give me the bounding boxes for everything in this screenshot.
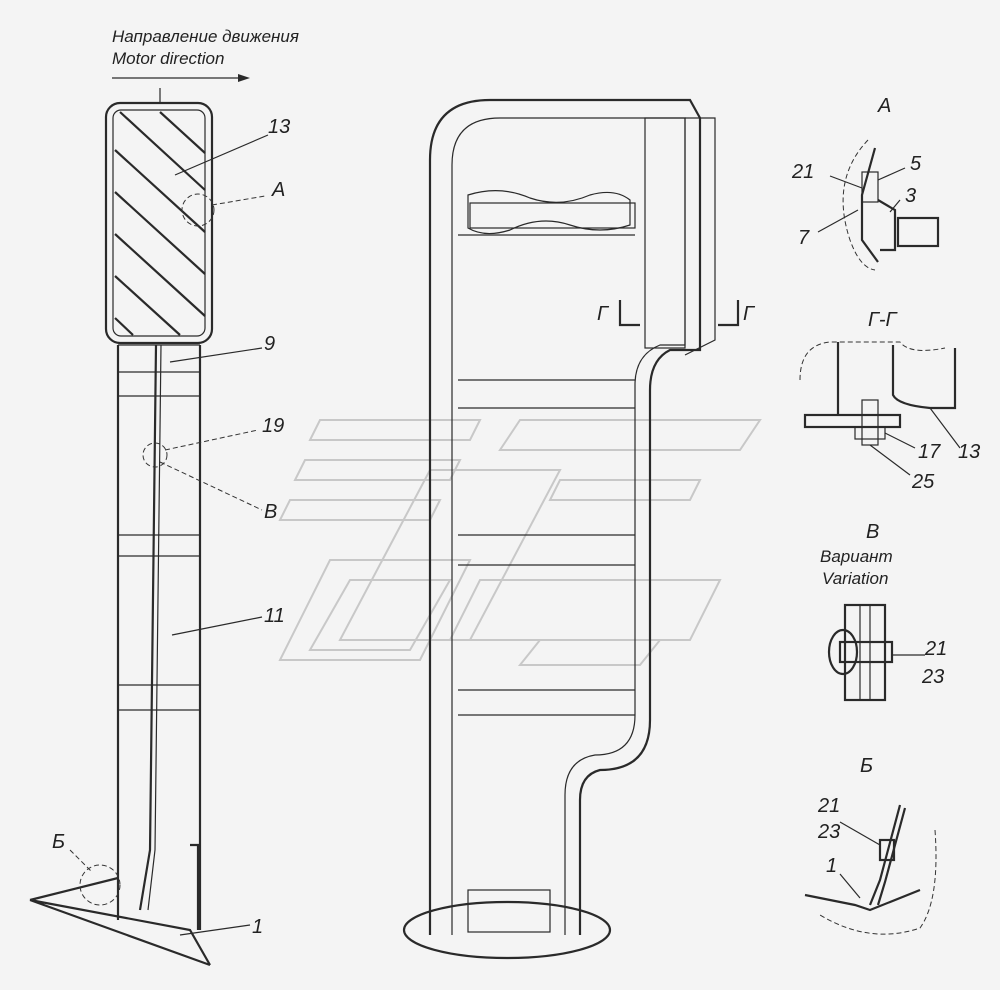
direction-label-ru: Направление движения xyxy=(112,27,299,46)
section-lines xyxy=(458,234,635,716)
detail-v-marker xyxy=(142,442,168,468)
bracket-outline-inner xyxy=(451,117,686,935)
detail-gg-plate xyxy=(803,413,902,429)
base-mount-plate xyxy=(467,889,551,933)
callout-b: Б xyxy=(52,831,65,853)
callout-9: 9 xyxy=(264,333,275,355)
left-view-callouts: 13 A 9 19 B 11 Б 1 xyxy=(52,116,290,938)
detail-b-wall xyxy=(868,804,907,906)
detail-gg-callout-13: 13 xyxy=(958,441,980,463)
detail-b-callout-1: 1 xyxy=(826,855,837,877)
detail-gg-title: Г-Г xyxy=(868,309,899,331)
detail-b-callout-23: 23 xyxy=(817,821,840,843)
mirror-glass xyxy=(112,109,206,337)
callout-1: 1 xyxy=(252,916,263,938)
detail-gg-callout-25: 25 xyxy=(911,471,935,493)
detail-a-title: A xyxy=(877,95,891,117)
callout-a: A xyxy=(271,179,285,201)
callout-19: 19 xyxy=(262,415,284,437)
detail-v-wall xyxy=(843,603,887,702)
mirror-hatching xyxy=(114,111,206,336)
watermark-logo xyxy=(278,419,762,666)
detail-b-rivet xyxy=(878,838,896,862)
section-mark-left: Г xyxy=(597,303,610,325)
bracket-outline-outer xyxy=(428,98,702,935)
detail-b-marker xyxy=(79,864,121,906)
base-plate xyxy=(29,876,211,967)
detail-v-rivet-head xyxy=(827,628,859,676)
base-tab xyxy=(190,843,200,930)
bracket-cutout xyxy=(467,190,631,235)
detail-b: Б 21 23 1 xyxy=(804,755,937,935)
detail-b-title: Б xyxy=(860,755,873,777)
detail-section-gg: Г-Г 17 13 25 xyxy=(799,309,980,493)
detail-v-subtitle-ru: Вариант xyxy=(820,547,893,566)
detail-a-bolt xyxy=(896,216,940,248)
direction-label-en: Motor direction xyxy=(112,49,224,68)
center-bracket-view: Г Г xyxy=(402,98,756,960)
callout-v: B xyxy=(264,501,277,523)
detail-a: A 21 5 3 7 xyxy=(791,95,940,271)
cable xyxy=(138,344,158,911)
detail-a-callout-7: 7 xyxy=(798,227,810,249)
detail-v-callout-23: 23 xyxy=(921,666,944,688)
section-mark-left-line xyxy=(618,300,640,327)
detail-a-shell xyxy=(860,147,879,263)
column-segments xyxy=(118,344,200,711)
detail-b-callout-21: 21 xyxy=(817,795,840,817)
detail-v: B Вариант Variation 21 23 xyxy=(820,521,947,702)
direction-header: Направление движения Motor direction xyxy=(112,27,299,82)
callout-13: 13 xyxy=(268,116,290,138)
detail-a-callout-21: 21 xyxy=(791,161,814,183)
mirror-housing xyxy=(104,101,214,345)
detail-b-base xyxy=(804,888,921,912)
left-mirror-assembly xyxy=(29,88,269,967)
detail-gg-callout-17: 17 xyxy=(918,441,941,463)
bracket-flange xyxy=(644,117,686,349)
direction-arrow-head xyxy=(238,74,250,82)
bracket-base-foot xyxy=(402,900,612,960)
detail-v-title: B xyxy=(866,521,879,543)
callout-11: 11 xyxy=(264,605,285,627)
detail-a-callout-5: 5 xyxy=(910,153,922,175)
column-outer xyxy=(116,345,202,930)
section-mark-right: Г xyxy=(743,303,756,325)
detail-v-callout-21: 21 xyxy=(924,638,947,660)
section-mark-right-line xyxy=(718,300,740,327)
detail-a-callout-3: 3 xyxy=(905,185,916,207)
detail-gg-body xyxy=(836,342,957,415)
detail-a-marker xyxy=(181,193,215,227)
detail-v-subtitle-en: Variation xyxy=(822,569,888,588)
rivet-strip xyxy=(469,202,636,229)
